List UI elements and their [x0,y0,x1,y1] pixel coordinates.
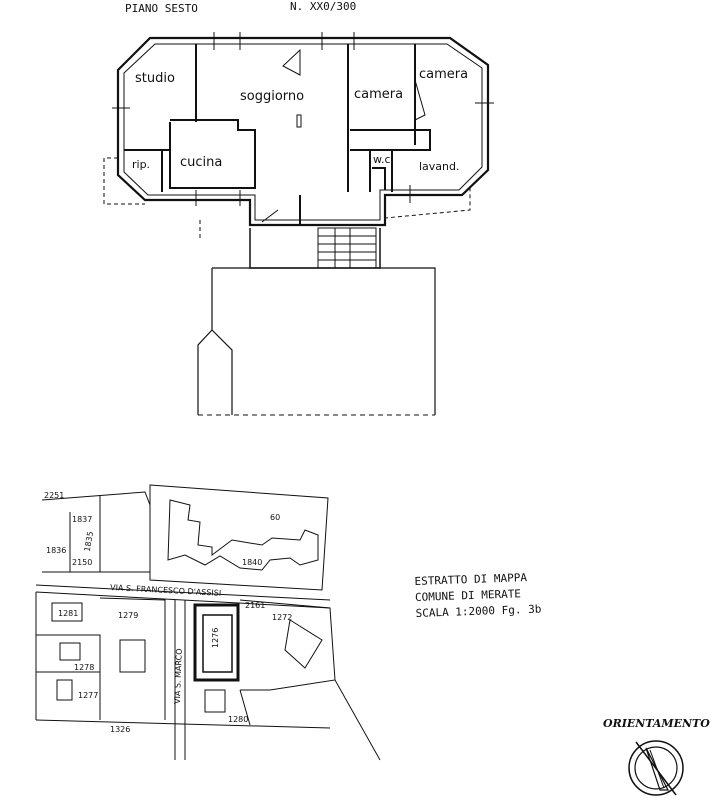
door-swing [414,79,426,121]
room-label-camera: camera [419,67,468,82]
window-marks [112,32,494,206]
parcel-number: 2251 [44,491,64,500]
outer-wall [116,36,490,227]
floor-label: PIANO SESTO [125,2,198,15]
side-street-label: VIA S. MARCO [173,648,184,704]
room-label-ripostiglio: rip. [132,158,150,171]
parcel-number: 1278 [74,663,94,672]
parcel-number: 1326 [110,725,130,734]
orientation-label: ORIENTAMENTO [603,717,710,730]
room-label-wc: w.c. [373,153,394,166]
north-arrow-icon [628,740,684,796]
parcel-number: 1277 [78,691,98,700]
room-label-studio: studio [135,71,175,86]
parcel-number: 1272 [272,613,292,622]
staircase [317,227,377,269]
street-label: VIA S. FRANCESCO D'ASSISI [110,583,222,598]
room-label-soggiorno: soggiorno [240,89,304,104]
parcel-number: 1840 [242,558,262,567]
door-swing [282,48,301,76]
parcel-number: 2150 [72,558,92,567]
landing-wall [249,228,381,269]
map-extract-note: ESTRATTO DI MAPPA COMUNE DI MERATE SCALA… [414,571,541,620]
parcel-number: 1837 [72,515,92,524]
building-outline [167,499,319,571]
terrace-outline [197,267,436,415]
parcel-number: 2161 [245,601,265,610]
parcel-number: 1836 [46,546,66,555]
parcel-number: 1280 [228,715,248,724]
floor-plan [103,32,494,416]
extract-municipality: COMUNE DI MERATE [415,587,521,604]
subject-building-outline [193,603,240,682]
inner-wall [123,43,483,221]
parcel-number: 60 [270,513,280,522]
parcel-labels: 2251 1837 1836 1835 2150 60 1840 1281 12… [44,491,292,734]
column [296,114,302,128]
room-label-cucina: cucina [180,155,222,170]
parcel-number: 1276 [211,628,220,648]
extract-scale: SCALA 1:2000 Fg. 3b [415,603,541,620]
room-label-camera: camera [354,87,403,102]
cadastral-map [35,484,381,761]
sheet-ref: N. XX0/300 [290,0,356,13]
parcel-number: 1279 [118,611,138,620]
door-swing [261,209,279,223]
extract-title: ESTRATTO DI MAPPA [414,571,527,588]
room-label-lavanderia: lavand. [419,160,460,173]
partitions [124,44,431,225]
parcel-number: 1835 [83,531,95,553]
balcony-outline [103,157,471,238]
parcel-number: 1281 [58,609,78,618]
